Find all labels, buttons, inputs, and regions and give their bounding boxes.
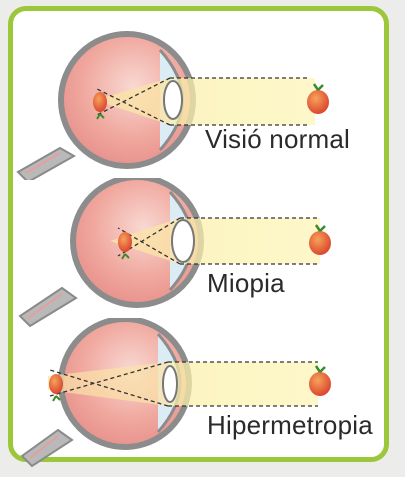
light-beam (180, 218, 320, 264)
light-beam (168, 362, 318, 406)
lens (164, 81, 182, 119)
optic-nerve (22, 430, 72, 466)
myopia-panel (0, 178, 405, 328)
lens (172, 220, 194, 262)
normal-vision-panel (0, 30, 405, 180)
optic-nerve (18, 148, 74, 180)
hyperopia-panel (0, 318, 405, 468)
light-beam (170, 78, 315, 125)
hyperopia-caption: Hipermetropia (207, 410, 373, 441)
lens (163, 366, 177, 402)
myopia-caption: Miopia (207, 268, 285, 299)
normal-vision-caption: Visió normal (205, 124, 350, 155)
